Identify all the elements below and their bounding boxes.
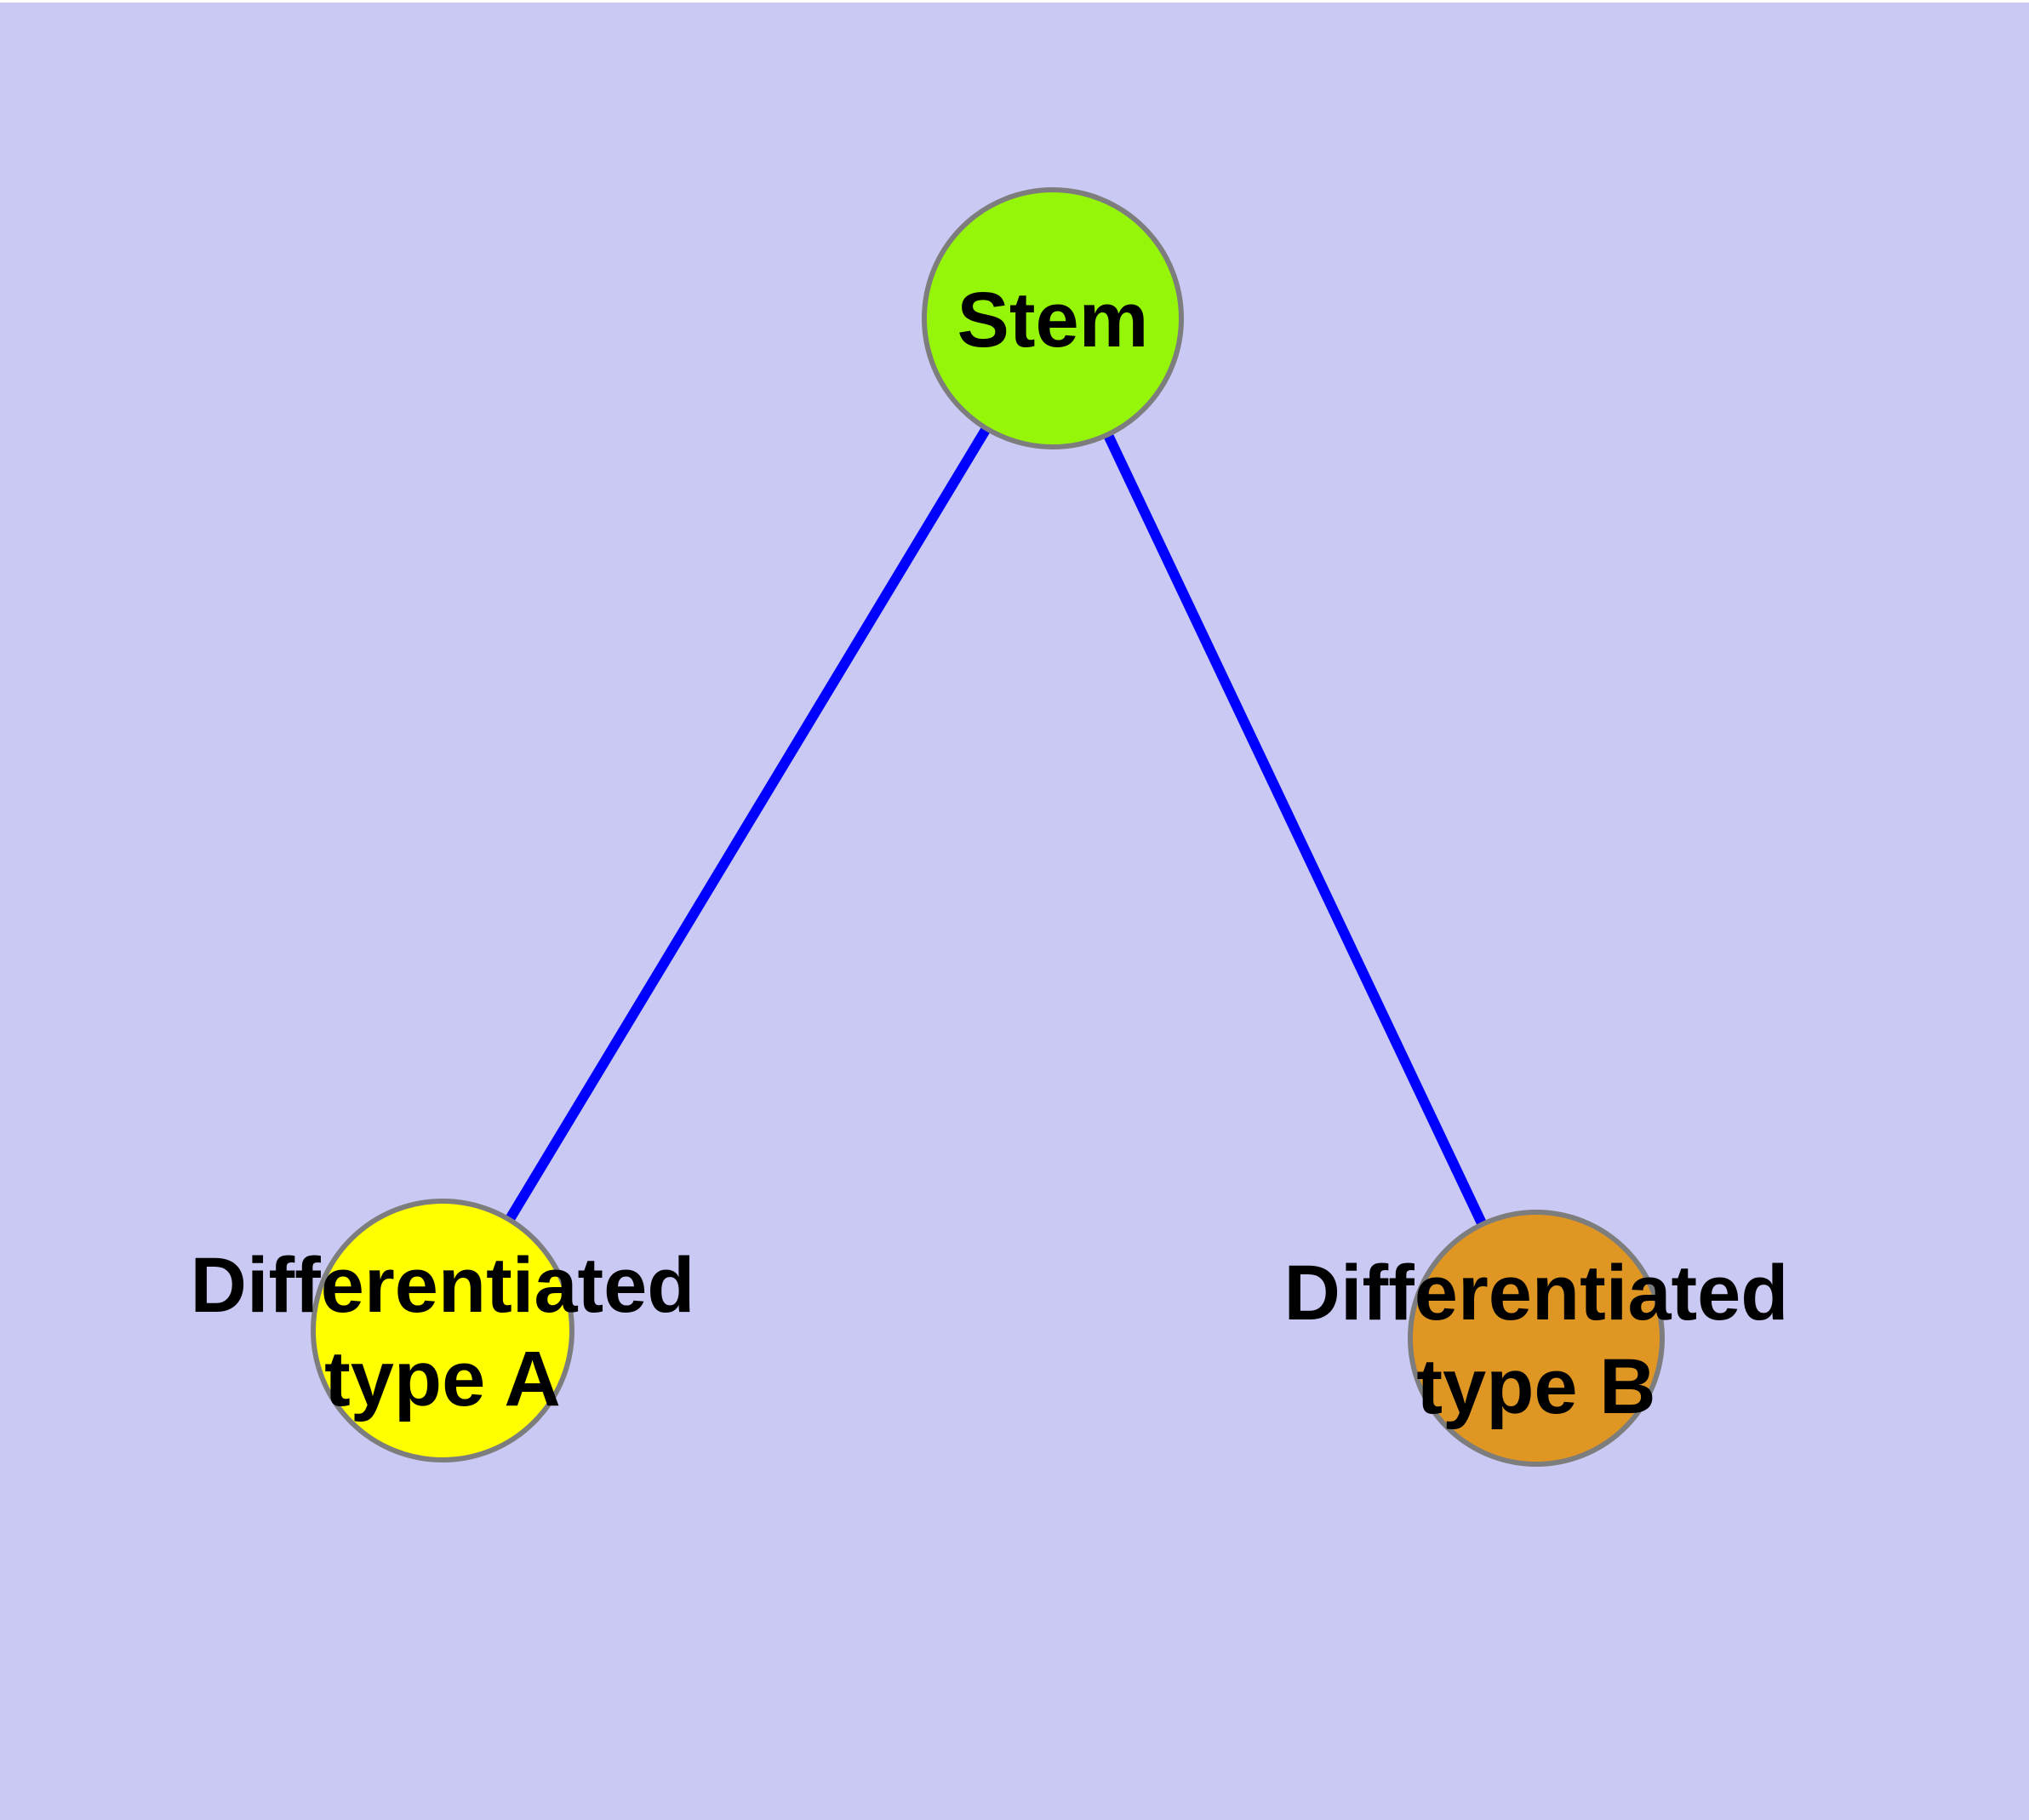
node-label-differentiated-type-a-line-2: type A (324, 1336, 561, 1422)
edge-stem-to-differentiated-type-a (437, 315, 1058, 1334)
node-label-stem-line-1: Stem (957, 277, 1149, 363)
node-circle-differentiated-type-b (1408, 1210, 1665, 1467)
node-label-differentiated-type-a-line-1: Differentiated (191, 1242, 695, 1329)
node-circle-differentiated-type-a (311, 1199, 574, 1462)
node-circle-stem (922, 187, 1184, 449)
node-label-differentiated-type-b-line-2: type B (1416, 1343, 1655, 1430)
node-label-differentiated-type-b-line-1: Differentiated (1284, 1250, 1789, 1336)
edges-layer (437, 315, 1541, 1341)
edge-stem-to-differentiated-type-b (1048, 316, 1541, 1341)
